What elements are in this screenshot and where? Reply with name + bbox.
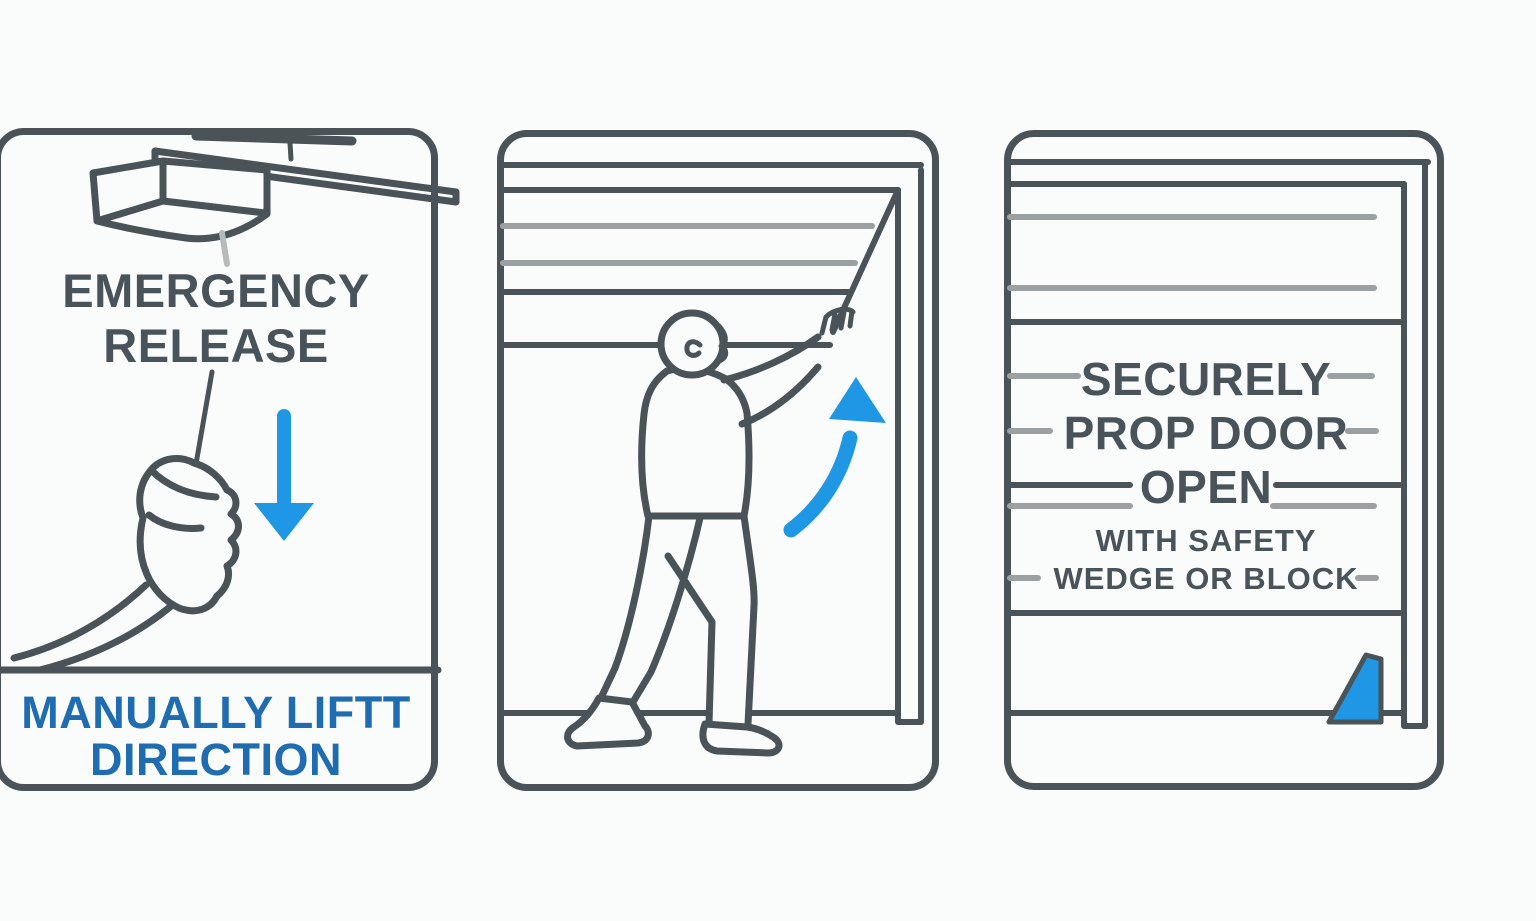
pull-cord-hand-icon [10,369,242,674]
heading-line: EMERGENCY [62,264,370,317]
panel-securely-prop-door-open [1004,130,1444,790]
down-arrow-icon [254,409,314,541]
caption-line: MANUALLY LIFTT [21,687,411,738]
person-lifting-door [564,306,856,757]
heading-line: RELEASE [103,319,329,372]
up-arrow-icon [783,377,886,538]
heading-line: SECURELY [1080,353,1332,405]
garage-door-illustration [1005,159,1431,729]
manually-lift-caption: MANUALLY LIFTT DIRECTION [0,689,438,783]
heading-line: OPEN [1139,461,1273,513]
garage-door-illustration [497,162,924,725]
heading-line: PROP DOOR [1063,407,1349,459]
subheading: WITH SAFETY WEDGE OR BLOCK [1004,522,1408,598]
safety-wedge-icon [1326,652,1384,725]
emergency-release-heading: EMERGENCY RELEASE [0,263,438,373]
panel-emergency-release [0,128,438,791]
subheading-line: WITH SAFETY [1095,523,1317,558]
panel-manually-lift-door [497,130,939,791]
prop-door-open-text: SECURELY PROP DOOR OPEN WITH SAFETY WEDG… [1004,352,1408,598]
subheading-line: WEDGE OR BLOCK [1053,561,1359,596]
garage-door-opener-icon [89,131,460,267]
caption-line: DIRECTION [90,734,342,785]
